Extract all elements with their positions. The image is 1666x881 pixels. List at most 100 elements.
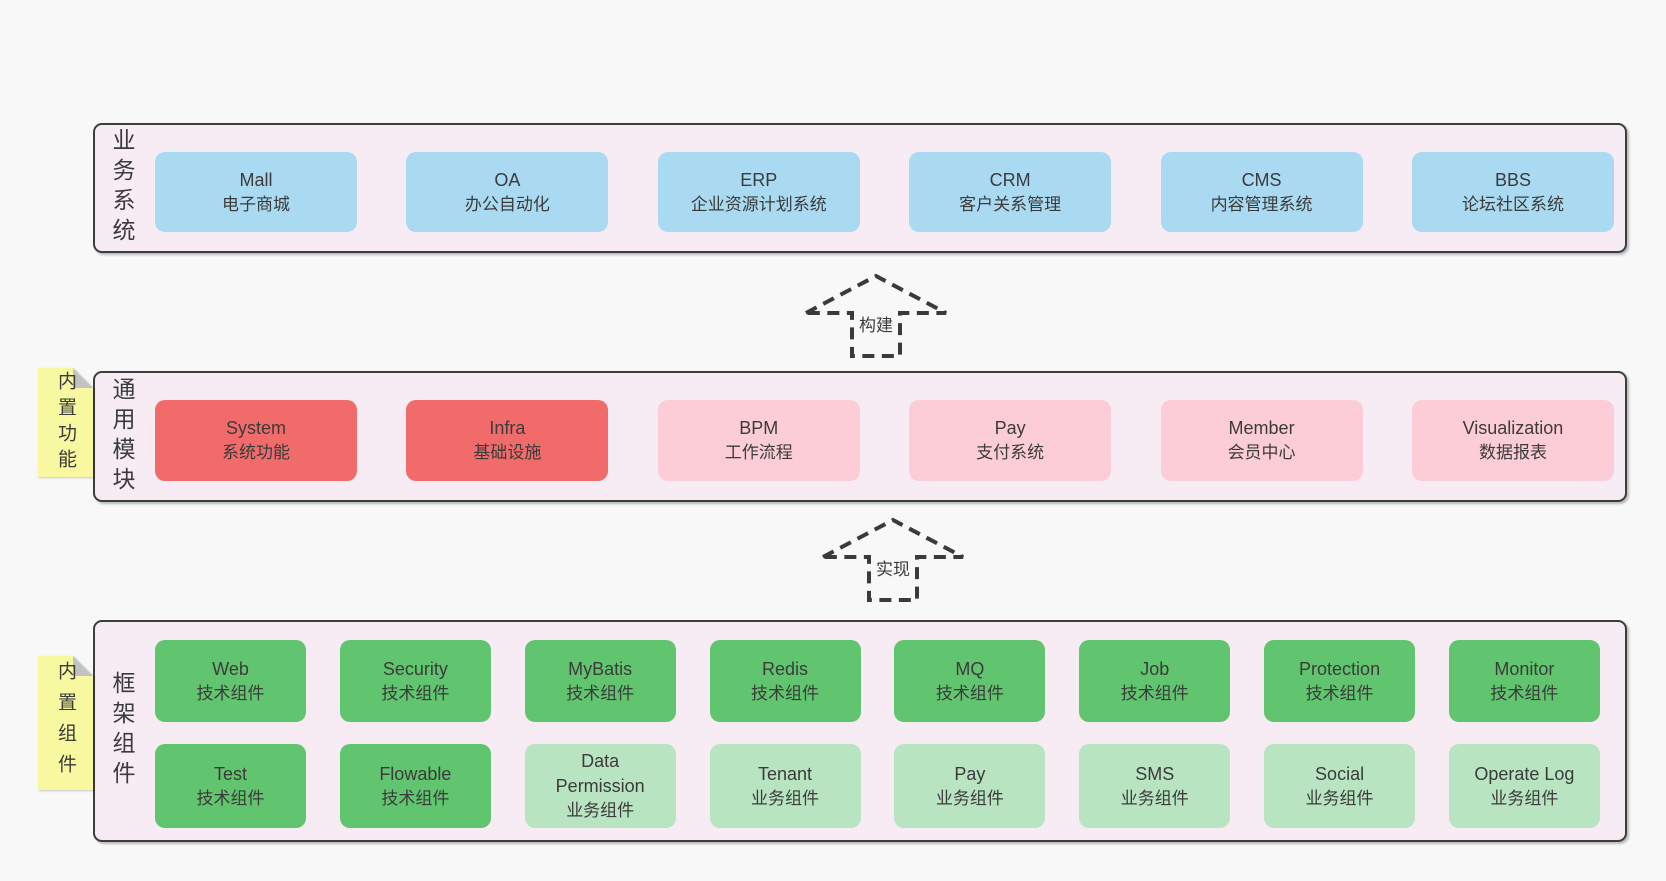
- box-title: Operate Log: [1474, 763, 1575, 784]
- box-subtitle: 技术组件: [1120, 683, 1189, 703]
- arrow-up-icon: [805, 273, 947, 358]
- box-subtitle: 论坛社区系统: [1461, 194, 1564, 214]
- box-cms: CMS 内容管理系统: [1160, 152, 1363, 232]
- box-tenant: Tenant 业务组件: [709, 744, 861, 828]
- box-web: Web 技术组件: [155, 640, 306, 722]
- panel-label-business: 业务系统: [109, 128, 135, 248]
- box-member: Member 会员中心: [1160, 400, 1363, 481]
- box-bpm: BPM 工作流程: [657, 400, 860, 481]
- box-subtitle: 业务组件: [935, 788, 1004, 808]
- box-mybatis: MyBatis 技术组件: [524, 640, 676, 722]
- business-box-row: Mall 电子商城 OA 办公自动化 ERP 企业资源计划系统 CRM 客户关系…: [155, 152, 1614, 232]
- box-title: Protection: [1299, 658, 1381, 679]
- box-pay-component: Pay 业务组件: [894, 744, 1046, 828]
- box-title: Test: [213, 763, 247, 784]
- box-oa: OA 办公自动化: [406, 152, 609, 232]
- panel-label-modules: 通用模块: [109, 376, 135, 497]
- box-subtitle: 电子商城: [222, 194, 290, 214]
- box-subtitle: 技术组件: [381, 683, 450, 703]
- box-social: Social 业务组件: [1264, 744, 1416, 828]
- box-subtitle: 工作流程: [724, 443, 793, 463]
- box-operate-log: Operate Log 业务组件: [1448, 744, 1600, 828]
- box-title: Social: [1315, 763, 1365, 784]
- box-title: Member: [1228, 418, 1295, 439]
- panel-business-systems: 业务系统 Mall 电子商城 OA 办公自动化 ERP 企业资源计划系统 CRM…: [93, 123, 1627, 253]
- box-title: BPM: [739, 418, 779, 439]
- sticky-text: 内置功能: [55, 370, 76, 475]
- box-title: Job: [1140, 658, 1170, 679]
- box-title: OA: [494, 169, 521, 190]
- box-subtitle: 业务组件: [751, 788, 820, 808]
- box-title: Mall: [239, 169, 273, 190]
- box-title: MyBatis: [568, 658, 633, 679]
- box-title: ERP: [740, 169, 778, 190]
- arrow-implement-label: 实现: [872, 555, 914, 580]
- box-mall: Mall 电子商城: [155, 152, 357, 232]
- box-redis: Redis 技术组件: [709, 640, 861, 722]
- box-subtitle: 办公自动化: [464, 194, 550, 214]
- box-subtitle: 业务组件: [1305, 788, 1374, 808]
- box-erp: ERP 企业资源计划系统: [657, 152, 860, 232]
- arrow-implement: 实现: [820, 517, 966, 603]
- box-subtitle: 技术组件: [566, 683, 635, 703]
- sticky-note-builtin-features: 内置功能: [38, 368, 93, 477]
- box-title: Security: [382, 658, 448, 679]
- box-title: Tenant: [758, 763, 813, 784]
- box-mq: MQ 技术组件: [894, 640, 1046, 722]
- box-subtitle: 基础设施: [473, 443, 542, 463]
- box-title: Pay: [954, 763, 986, 784]
- arrow-up-icon: [822, 517, 964, 602]
- modules-box-row: System 系统功能 Infra 基础设施 BPM 工作流程 Pay 支付系统…: [155, 400, 1614, 481]
- box-title: SMS: [1135, 763, 1175, 784]
- framework-box-row-1: Web 技术组件 Security 技术组件 MyBatis 技术组件 Redi…: [155, 640, 1600, 722]
- box-subtitle: 系统功能: [222, 443, 290, 463]
- box-data-permission: Data Permission 业务组件: [524, 744, 676, 828]
- box-bbs: BBS 论坛社区系统: [1411, 152, 1614, 232]
- panel-label-framework: 框架组件: [109, 671, 135, 791]
- sticky-text: 内置组件: [55, 661, 76, 785]
- box-subtitle: 企业资源计划系统: [690, 194, 827, 214]
- box-test: Test 技术组件: [155, 744, 306, 828]
- arrow-build-label: 构建: [855, 311, 897, 336]
- box-title: Visualization: [1462, 418, 1564, 439]
- box-subtitle: 支付系统: [976, 443, 1045, 463]
- framework-box-row-2: Test 技术组件 Flowable 技术组件 Data Permission …: [155, 744, 1600, 828]
- box-subtitle: 技术组件: [1490, 683, 1559, 703]
- box-subtitle: 技术组件: [381, 788, 450, 808]
- panel-framework-components: 框架组件 Web 技术组件 Security 技术组件 MyBatis 技术组件…: [93, 620, 1627, 842]
- box-protection: Protection 技术组件: [1264, 640, 1416, 722]
- box-subtitle: 业务组件: [566, 801, 635, 821]
- box-title: Infra: [489, 418, 526, 439]
- box-subtitle: 会员中心: [1227, 443, 1296, 463]
- box-subtitle: 客户关系管理: [959, 194, 1062, 214]
- panel-common-modules: 通用模块 System 系统功能 Infra 基础设施 BPM 工作流程 Pay…: [93, 371, 1627, 502]
- box-title: Pay: [994, 418, 1026, 439]
- box-system: System 系统功能: [155, 400, 357, 481]
- box-infra: Infra 基础设施: [406, 400, 609, 481]
- box-sms: SMS 业务组件: [1079, 744, 1231, 828]
- box-security: Security 技术组件: [339, 640, 491, 722]
- box-subtitle: 业务组件: [1120, 788, 1189, 808]
- box-title: Data Permission: [555, 751, 645, 797]
- box-subtitle: 数据报表: [1478, 443, 1547, 463]
- box-subtitle: 技术组件: [751, 683, 820, 703]
- box-job: Job 技术组件: [1079, 640, 1231, 722]
- box-title: Redis: [762, 658, 809, 679]
- box-title: System: [225, 418, 286, 439]
- box-subtitle: 技术组件: [935, 683, 1004, 703]
- sticky-note-builtin-components: 内置组件: [38, 656, 93, 790]
- box-title: CMS: [1241, 169, 1282, 190]
- box-pay: Pay 支付系统: [909, 400, 1112, 481]
- box-subtitle: 技术组件: [1305, 683, 1374, 703]
- box-title: Flowable: [379, 763, 452, 784]
- box-crm: CRM 客户关系管理: [909, 152, 1112, 232]
- box-title: Monitor: [1494, 658, 1555, 679]
- box-subtitle: 业务组件: [1490, 788, 1559, 808]
- box-subtitle: 技术组件: [196, 788, 265, 808]
- box-title: CRM: [989, 169, 1031, 190]
- box-flowable: Flowable 技术组件: [339, 744, 491, 828]
- box-subtitle: 内容管理系统: [1210, 194, 1313, 214]
- box-title: Web: [212, 658, 249, 679]
- box-subtitle: 技术组件: [196, 683, 265, 703]
